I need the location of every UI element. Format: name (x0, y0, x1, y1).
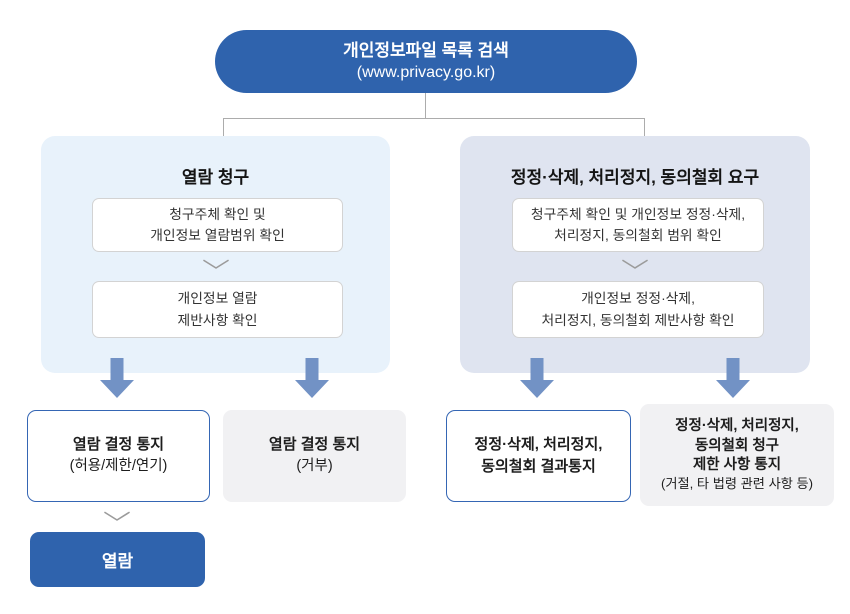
chevron-down-icon (202, 259, 229, 269)
outcome-line: (허용/제한/연기) (69, 458, 168, 475)
step-verify-requester-view: 청구주체 확인 및 개인정보 열람범위 확인 (92, 198, 343, 252)
panel-view-request-title: 열람 청구 (181, 168, 250, 187)
step-line: 청구주체 확인 및 개인정보 정정·삭제, (530, 206, 746, 222)
outcome-line: 열람 결정 통지 (268, 435, 361, 453)
step-check-correction-matters: 개인정보 정정·삭제, 처리정지, 동의철회 제반사항 확인 (512, 281, 764, 338)
privacy-portal-title: 개인정보파일 목록 검색 (343, 40, 509, 60)
connector-left-drop-line (223, 118, 224, 137)
outcome-view-decision-denial: 열람 결정 통지 (거부) (223, 410, 406, 502)
privacy-portal-url: (www.privacy.go.kr) (356, 63, 496, 81)
view-final-label: 열람 (101, 552, 134, 571)
connector-stem-line (425, 93, 426, 118)
step-line: 개인정보 정정·삭제, (581, 291, 695, 307)
panel-view-request: 열람 청구 청구주체 확인 및 개인정보 열람범위 확인 개인정보 열람 제반사… (41, 136, 390, 373)
outcome-line: 열람 결정 통지 (72, 435, 165, 453)
step-line: 청구주체 확인 및 (169, 206, 266, 222)
outcome-correction-result-notice: 정정·삭제, 처리정지, 동의철회 결과통지 (446, 410, 631, 502)
outcome-line: (거절, 타 법령 관련 사항 등) (660, 476, 814, 492)
connector-right-drop-line (644, 118, 645, 137)
down-arrow-icon (295, 358, 329, 398)
chevron-down-icon (622, 259, 648, 269)
step-check-view-matters: 개인정보 열람 제반사항 확인 (92, 281, 343, 338)
step-line: 개인정보 열람범위 확인 (150, 228, 285, 243)
node-privacy-portal: 개인정보파일 목록 검색 (www.privacy.go.kr) (215, 30, 637, 93)
connector-horizontal-line (223, 118, 645, 119)
chevron-down-icon (104, 511, 130, 521)
outcome-view-decision-notice: 열람 결정 통지 (허용/제한/연기) (27, 410, 210, 502)
step-line: 처리정지, 동의철회 범위 확인 (554, 228, 722, 243)
outcome-line: (거부) (296, 458, 333, 475)
step-line: 처리정지, 동의철회 제반사항 확인 (541, 312, 735, 328)
down-arrow-icon (716, 358, 750, 398)
panel-correction-request: 정정·삭제, 처리정지, 동의철회 요구 청구주체 확인 및 개인정보 정정·삭… (460, 136, 810, 373)
outcome-correction-restriction-notice: 정정·삭제, 처리정지, 동의철회 청구 제한 사항 통지 (거절, 타 법령 … (640, 404, 834, 506)
down-arrow-icon (100, 358, 134, 398)
outcome-line: 동의철회 결과통지 (481, 458, 596, 475)
step-line: 제반사항 확인 (177, 312, 258, 328)
outcome-line: 정정·삭제, 처리정지, (474, 435, 603, 453)
step-verify-requester-correction: 청구주체 확인 및 개인정보 정정·삭제, 처리정지, 동의철회 범위 확인 (512, 198, 764, 252)
step-line: 개인정보 열람 (177, 291, 258, 307)
outcome-line: 동의철회 청구 (694, 437, 780, 454)
panel-correction-request-title: 정정·삭제, 처리정지, 동의철회 요구 (510, 168, 760, 187)
down-arrow-icon (520, 358, 554, 398)
node-view-final: 열람 (30, 532, 205, 587)
outcome-line: 제한 사항 통지 (692, 456, 782, 473)
outcome-line: 정정·삭제, 처리정지, (675, 418, 799, 435)
